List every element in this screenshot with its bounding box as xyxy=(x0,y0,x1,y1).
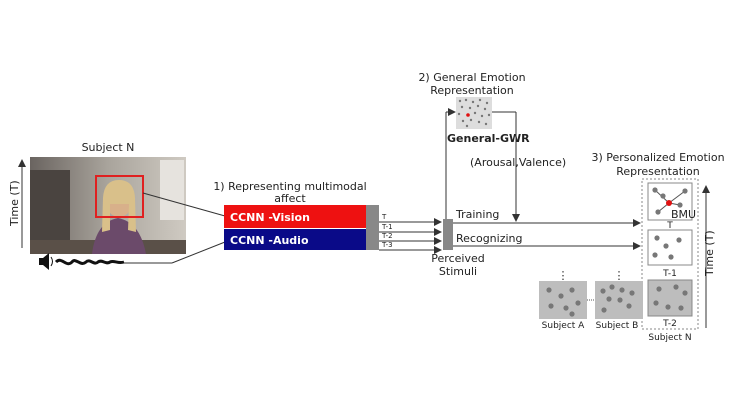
step3-title-line1: 3) Personalized Emotion xyxy=(591,151,724,164)
time-step-label-t1: T-1 xyxy=(381,223,393,231)
ccnn-vision-label: CCNN -Vision xyxy=(230,211,310,224)
time-step-label-t: T xyxy=(381,213,387,221)
subject-a-label: Subject A xyxy=(542,321,586,331)
ccnn-output-bar xyxy=(366,205,379,250)
recognizing-label: Recognizing xyxy=(456,232,523,245)
step2-title-line2: Representation xyxy=(430,84,514,97)
subject-b-ellipsis: ⋮ xyxy=(614,269,625,282)
perceived-label-line1: Perceived xyxy=(431,252,484,265)
ccnn-audio-block xyxy=(224,229,368,250)
subject-n-title: Subject N xyxy=(82,141,135,154)
subject-a-panel xyxy=(539,281,587,319)
speaker-icon xyxy=(39,253,53,270)
personal-panel-t2 xyxy=(647,279,693,317)
subject-b-label: Subject B xyxy=(596,321,639,331)
bmu-node xyxy=(666,200,672,206)
step3-title-line2: Representation xyxy=(616,165,700,178)
perceived-stimuli-block xyxy=(443,219,453,250)
personalized-stack-frame xyxy=(641,178,699,330)
training-label: Training xyxy=(455,208,499,221)
time-axis-left-label: Time (T) xyxy=(8,180,21,227)
subject-n-bottom-label: Subject N xyxy=(648,333,691,343)
personal-time-label-t1: T-1 xyxy=(662,269,677,279)
step2-title-line1: 2) General Emotion xyxy=(418,71,525,84)
bmu-label: BMU xyxy=(671,208,696,221)
ccnn-audio-label: CCNN -Audio xyxy=(230,234,309,247)
personal-time-label-t2: T-2 xyxy=(662,319,677,329)
audio-waveform xyxy=(54,258,125,266)
personal-panel-t xyxy=(647,182,693,221)
personal-time-label-t: T xyxy=(666,221,673,231)
step1-title-line1: 1) Representing multimodal xyxy=(213,180,366,193)
time-step-label-t2: T-2 xyxy=(381,232,393,240)
audio-connector xyxy=(171,241,226,264)
general-gwr-label: General-GWR xyxy=(447,132,530,145)
subject-video-frame xyxy=(30,157,186,254)
time-step-label-t3: T-3 xyxy=(381,241,393,249)
perceived-label-line2: Stimuli xyxy=(439,265,477,278)
subject-b-panel xyxy=(595,281,643,319)
ccnn-vision-block xyxy=(224,205,368,228)
time-axis-right-label: Time (T) xyxy=(703,230,716,277)
personal-panel-t1 xyxy=(647,229,693,266)
face-detection-box xyxy=(95,175,144,218)
vision-connector xyxy=(142,192,226,217)
arousal-valence-label: (Arousal,Valence) xyxy=(470,156,566,169)
step1-title-line2: affect xyxy=(274,192,306,205)
subject-a-ellipsis: ⋮ xyxy=(558,269,569,282)
general-gwr-map xyxy=(456,97,492,129)
